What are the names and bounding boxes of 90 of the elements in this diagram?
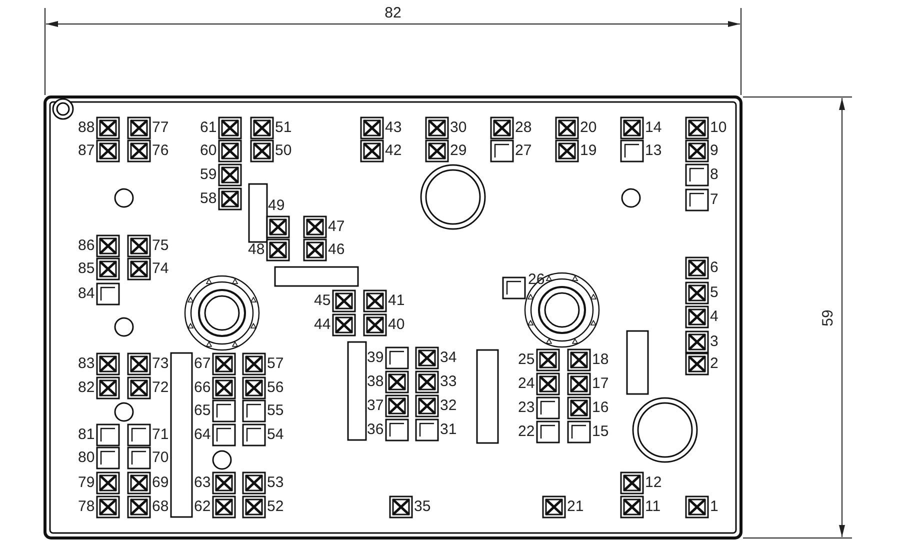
pin-number: 72 <box>152 380 169 395</box>
pin-number: 57 <box>267 356 284 371</box>
pin-number: 53 <box>267 475 284 490</box>
pin-number: 78 <box>78 499 95 514</box>
pin-number: 64 <box>194 427 211 442</box>
pin-number: 55 <box>267 403 284 418</box>
pin-number: 43 <box>385 120 402 135</box>
pin-number: 38 <box>367 374 384 389</box>
pin-number: 8 <box>710 167 718 182</box>
pin-number: 17 <box>592 376 609 391</box>
pin-number: 66 <box>194 380 211 395</box>
pin-number: 23 <box>518 400 535 415</box>
pin-number: 75 <box>152 238 169 253</box>
pin-number: 74 <box>152 261 169 276</box>
pin-number: 31 <box>440 422 457 437</box>
pin-number: 73 <box>152 356 169 371</box>
pin-number: 50 <box>275 143 292 158</box>
pin-number: 44 <box>314 317 331 332</box>
pin-number: 5 <box>710 285 718 300</box>
pin-number: 28 <box>515 120 532 135</box>
pin-number: 60 <box>200 143 217 158</box>
pin-number: 79 <box>78 475 95 490</box>
pin-number: 32 <box>440 398 457 413</box>
pin-number: 58 <box>200 191 217 206</box>
pin-number: 14 <box>645 120 662 135</box>
pin-number: 25 <box>518 352 535 367</box>
pin-number: 34 <box>440 350 457 365</box>
pin-number: 16 <box>592 400 609 415</box>
pin-number: 85 <box>78 261 95 276</box>
pin-number: 49 <box>268 198 285 212</box>
pin-number: 76 <box>152 143 169 158</box>
pin-number: 12 <box>645 475 662 490</box>
pin-number: 80 <box>78 450 95 465</box>
pin-number: 67 <box>194 356 211 371</box>
pin-number: 6 <box>710 260 718 275</box>
pin-number: 46 <box>328 242 345 257</box>
pin-number: 48 <box>248 242 265 257</box>
pin-number: 83 <box>78 356 95 371</box>
pin-number: 86 <box>78 238 95 253</box>
dimension-value: 82 <box>384 6 402 20</box>
pin-number: 9 <box>710 143 718 158</box>
pin-number: 7 <box>710 192 718 207</box>
pin-number: 10 <box>710 120 727 135</box>
pin-number: 35 <box>414 499 431 514</box>
pin-number: 21 <box>567 499 584 514</box>
pin-number: 42 <box>385 143 402 158</box>
pin-number: 39 <box>367 350 384 365</box>
pin-number: 2 <box>710 356 718 371</box>
pin-number: 18 <box>592 352 609 367</box>
pin-number: 56 <box>267 380 284 395</box>
pin-number: 77 <box>152 120 169 135</box>
pin-number: 26 <box>528 272 545 286</box>
pin-number: 88 <box>78 120 95 135</box>
pin-number: 52 <box>267 499 284 514</box>
pin-number: 82 <box>78 380 95 395</box>
pin-number: 69 <box>152 475 169 490</box>
pin-number: 59 <box>200 167 217 182</box>
pin-number: 3 <box>710 334 718 349</box>
pin-number: 70 <box>152 450 169 465</box>
pin-number: 40 <box>388 317 405 332</box>
pin-number: 84 <box>78 286 95 301</box>
pin-number: 62 <box>194 499 211 514</box>
pin-number: 65 <box>194 403 211 418</box>
pin-number: 45 <box>314 293 331 308</box>
pin-number: 27 <box>515 143 532 158</box>
pin-number: 37 <box>367 398 384 413</box>
pin-number: 33 <box>440 374 457 389</box>
pin-number: 51 <box>275 120 292 135</box>
pin-number: 15 <box>592 424 609 439</box>
pin-number: 29 <box>450 143 467 158</box>
pin-number: 30 <box>450 120 467 135</box>
pin-number: 22 <box>518 424 535 439</box>
pin-number: 87 <box>78 143 95 158</box>
pin-number: 68 <box>152 499 169 514</box>
pin-number: 41 <box>388 293 405 308</box>
pin-number: 61 <box>200 120 217 135</box>
dimension-value: 59 <box>820 310 836 326</box>
pin-number: 11 <box>645 499 661 514</box>
pin-number: 20 <box>580 120 597 135</box>
pin-number: 1 <box>710 499 718 514</box>
pin-number: 36 <box>367 422 384 437</box>
pin-number: 13 <box>645 143 662 158</box>
pin-number: 47 <box>328 219 345 234</box>
pin-number: 71 <box>152 427 169 442</box>
pin-number: 19 <box>580 143 597 158</box>
pin-number: 4 <box>710 309 718 324</box>
pin-number: 63 <box>194 475 211 490</box>
pin-number: 81 <box>78 427 95 442</box>
pin-number: 24 <box>518 376 535 391</box>
pin-number: 54 <box>267 427 284 442</box>
